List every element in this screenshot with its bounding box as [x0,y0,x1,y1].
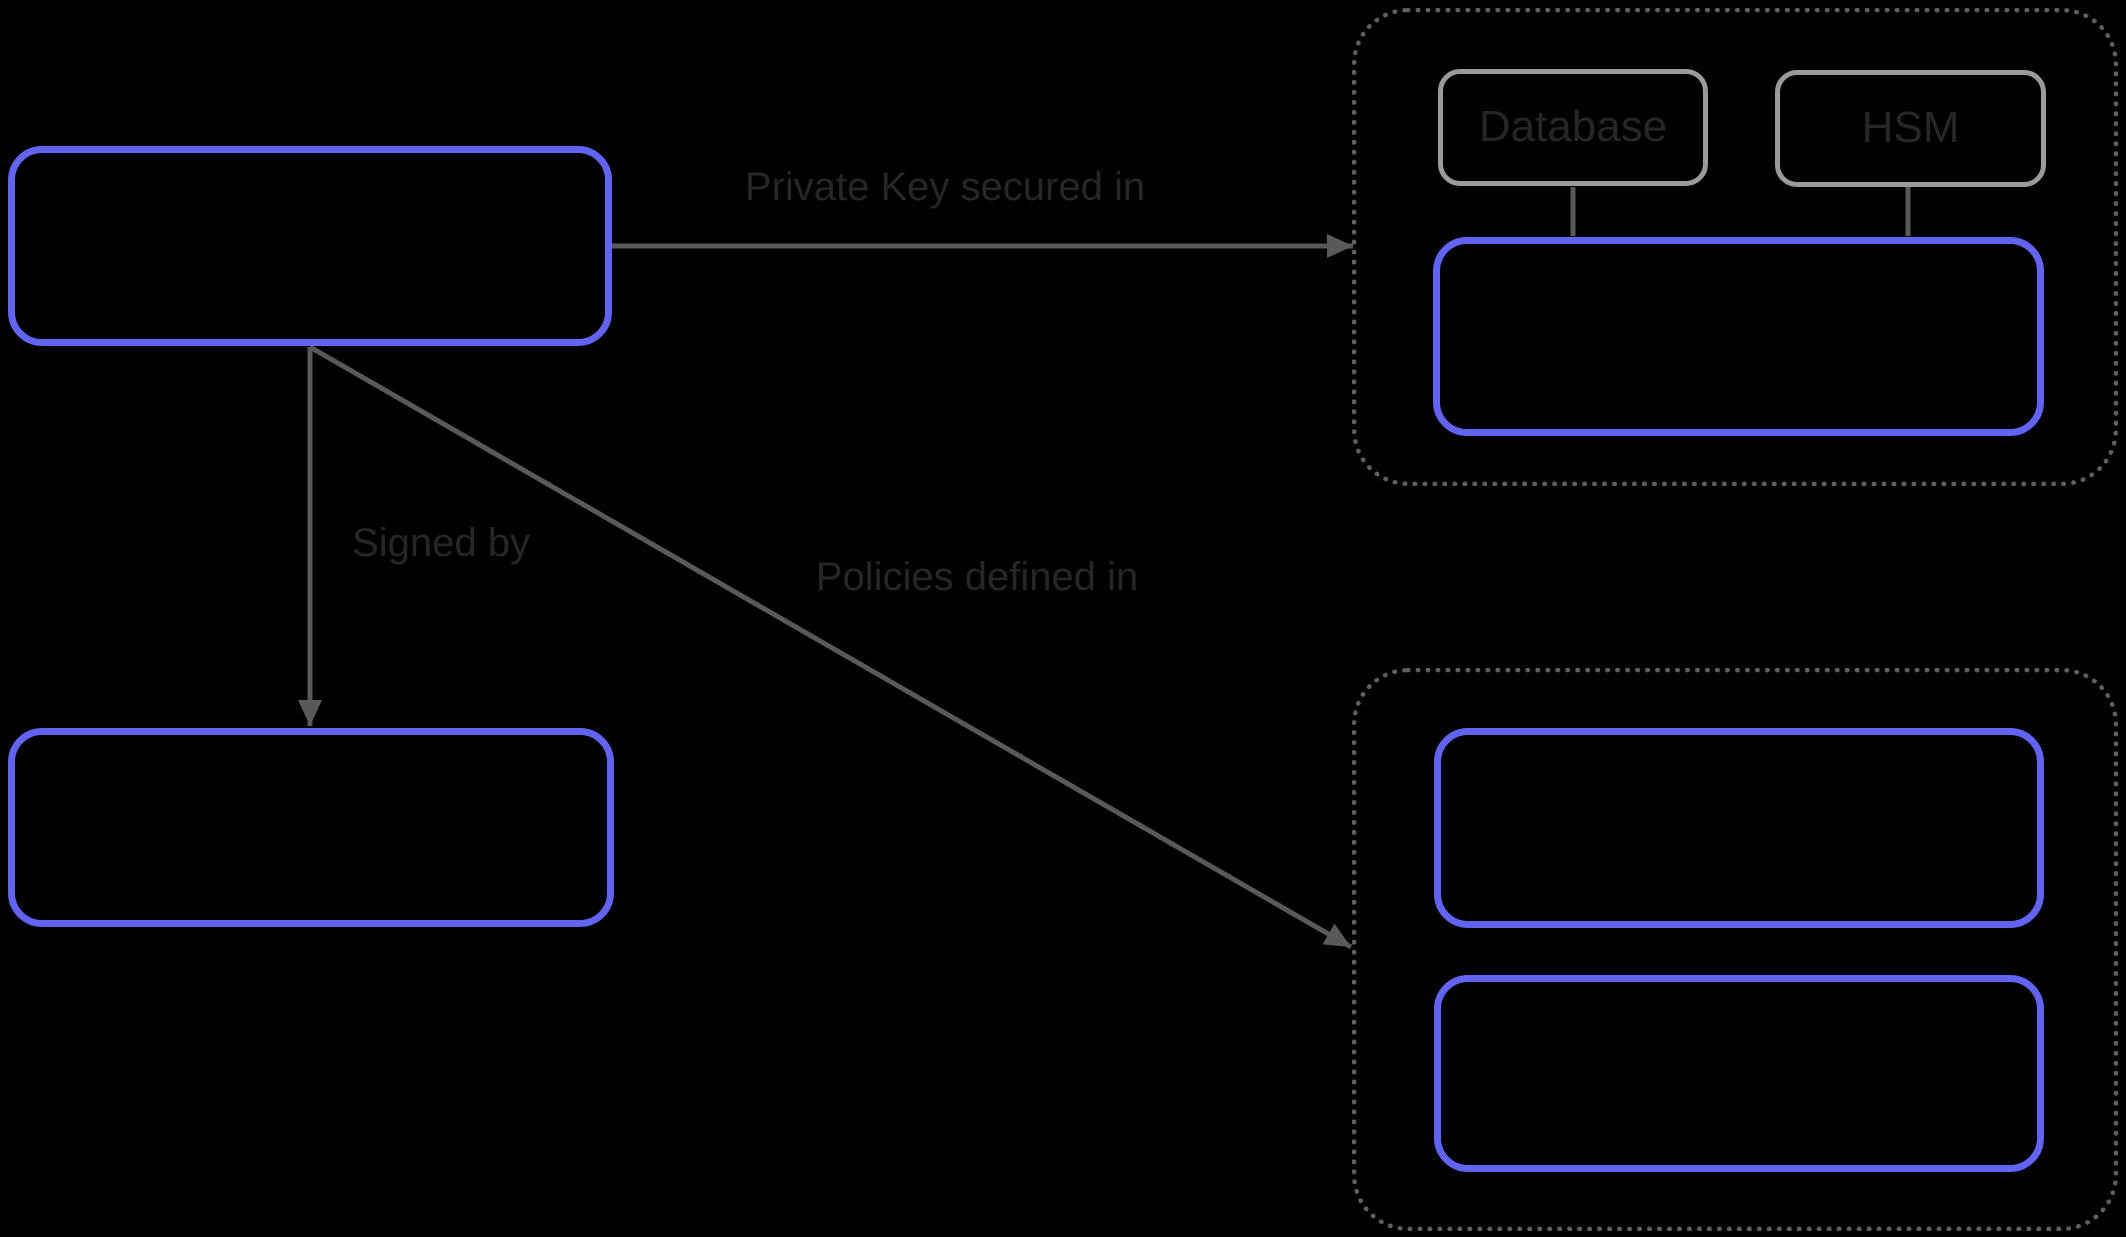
policy-node-2 [1434,975,2044,1172]
node-top-left [8,146,612,346]
policy-node-1 [1434,728,2044,928]
node-bottom-left [8,728,614,927]
hsm-label: HSM [1861,103,1960,153]
storage-node [1433,237,2044,436]
policies-group [1352,668,2118,1231]
edge-label-private-key-secured-in: Private Key secured in [744,165,1146,209]
edge-label-policies-defined-in: Policies defined in [815,555,1139,599]
database-label: Database [1478,102,1668,152]
edge-label-signed-by: Signed by [352,521,530,565]
hsm-box: HSM [1775,70,2046,187]
database-box: Database [1438,69,1708,186]
private-key-storage-group [1352,8,2118,486]
